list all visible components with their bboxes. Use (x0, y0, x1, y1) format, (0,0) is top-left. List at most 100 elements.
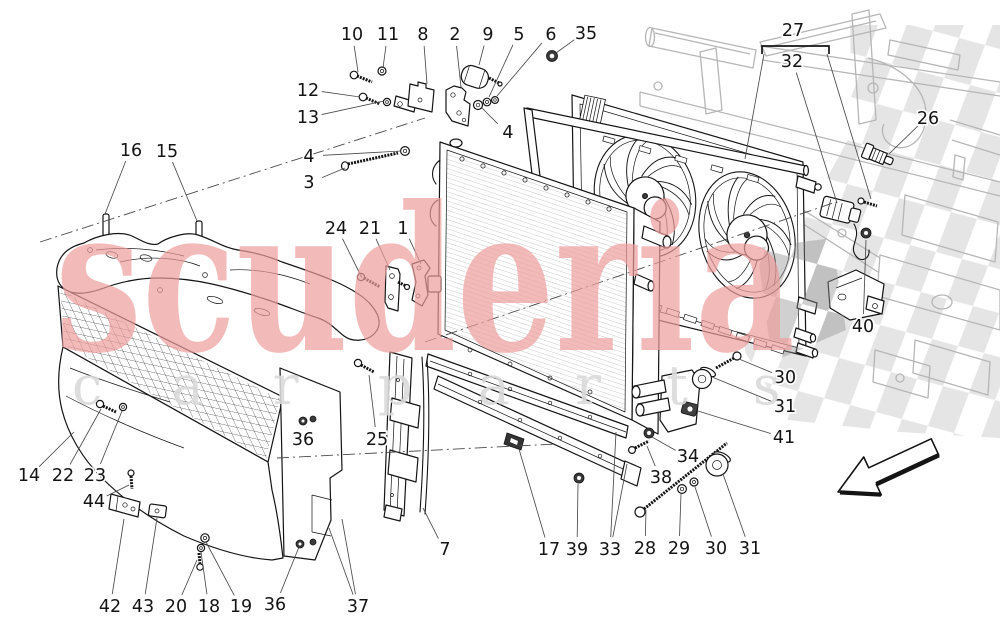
callout-8[interactable]: 8 (416, 23, 431, 46)
watermark-sub-right: p a r t s (378, 354, 805, 417)
callout-38[interactable]: 38 (648, 466, 674, 489)
callout-36[interactable]: 36 (290, 428, 316, 451)
callout-19[interactable]: 19 (228, 595, 254, 618)
leader-line-30 (738, 358, 773, 374)
callout-35[interactable]: 35 (573, 22, 599, 45)
leader-line-17 (518, 448, 546, 538)
callout-14[interactable]: 14 (16, 464, 42, 487)
callout-34[interactable]: 34 (675, 445, 701, 468)
callout-32[interactable]: 32 (779, 50, 805, 73)
callout-37[interactable]: 37 (345, 595, 371, 618)
bolt-12 (358, 92, 368, 102)
fasteners (95, 50, 894, 571)
side-channel (383, 351, 430, 522)
bushing-31-lower (705, 451, 731, 477)
washer-5 (482, 97, 492, 107)
callout-20[interactable]: 20 (163, 595, 189, 618)
leader-line-2 (456, 45, 462, 88)
callout-25[interactable]: 25 (364, 428, 390, 451)
leader-line-22 (69, 408, 102, 465)
washer-4b (400, 146, 411, 157)
callout-21[interactable]: 21 (357, 217, 383, 240)
callout-43[interactable]: 43 (130, 595, 156, 618)
callout-16[interactable]: 16 (118, 139, 144, 162)
callout-27[interactable]: 27 (780, 19, 806, 42)
callout-4[interactable]: 4 (501, 121, 516, 144)
callout-26[interactable]: 26 (915, 107, 941, 130)
leader-line-32 (795, 72, 838, 204)
filler-cap (449, 138, 463, 148)
leader-line-42 (111, 518, 125, 595)
callout-33[interactable]: 33 (597, 538, 623, 561)
callout-9[interactable]: 9 (481, 23, 496, 46)
leader-line-14 (38, 431, 75, 468)
leader-line-36 (280, 546, 300, 594)
conveyor-tube-frame (523, 107, 809, 177)
callout-7[interactable]: 7 (438, 538, 453, 561)
duct-mesh-grille (60, 290, 280, 459)
callout-24[interactable]: 24 (323, 217, 349, 240)
callout-44[interactable]: 44 (81, 490, 107, 513)
callout-18[interactable]: 18 (196, 595, 222, 618)
leader-line-33 (612, 463, 628, 538)
leader-line-27 (826, 53, 872, 200)
callout-22[interactable]: 22 (50, 464, 76, 487)
leader-line-35 (555, 39, 575, 54)
callout-6[interactable]: 6 (544, 23, 559, 46)
screw-38 (627, 446, 636, 455)
leader-line-6 (496, 42, 543, 97)
callout-17[interactable]: 17 (536, 538, 562, 561)
plate-21 (384, 265, 411, 312)
callout-41[interactable]: 41 (771, 426, 797, 449)
leader-line-30 (694, 486, 712, 537)
leader-line-33 (610, 431, 617, 538)
callout-10[interactable]: 10 (339, 23, 365, 46)
watermark: scuderia c a r p a r t s (55, 163, 805, 417)
bolt-28 (634, 506, 646, 518)
washer-4 (472, 99, 484, 111)
callout-30[interactable]: 30 (772, 366, 798, 389)
seal-strip (419, 356, 430, 515)
callout-31[interactable]: 31 (737, 537, 763, 560)
callout-39[interactable]: 39 (564, 538, 590, 561)
callout-28[interactable]: 28 (632, 537, 658, 560)
screw-20 (196, 563, 204, 571)
callout-1[interactable]: 1 (396, 217, 411, 240)
bracket-42 (108, 493, 141, 518)
callout-15[interactable]: 15 (154, 140, 180, 163)
callout-30[interactable]: 30 (703, 537, 729, 560)
leader-line-7 (422, 507, 439, 539)
callout-12[interactable]: 12 (295, 79, 321, 102)
washer-13 (382, 97, 392, 107)
callout-2[interactable]: 2 (448, 23, 463, 46)
washer-11 (377, 66, 387, 76)
screw-44 (127, 469, 135, 477)
callout-31[interactable]: 31 (772, 395, 798, 418)
duct-lower-skirt (58, 346, 284, 561)
callout-40[interactable]: 40 (850, 315, 876, 338)
callout-5[interactable]: 5 (512, 23, 527, 46)
callout-11[interactable]: 11 (375, 23, 401, 46)
leader-line-10 (353, 45, 359, 73)
radiator-lower-bracket (631, 369, 701, 433)
air-duct (56, 213, 380, 561)
leader-line-19 (205, 541, 235, 596)
leader-line-44 (106, 484, 130, 497)
leader-line-39 (576, 483, 579, 538)
leader-line-25 (368, 374, 376, 428)
callout-23[interactable]: 23 (82, 464, 108, 487)
leader-line-31 (711, 376, 773, 402)
callout-3[interactable]: 3 (302, 171, 317, 194)
callout-13[interactable]: 13 (295, 106, 321, 129)
leader-line-13 (321, 100, 385, 115)
callout-36[interactable]: 36 (262, 593, 288, 616)
callout-4[interactable]: 4 (302, 145, 317, 168)
leader-line-20 (181, 559, 198, 596)
callout-29[interactable]: 29 (666, 537, 692, 560)
callout-42[interactable]: 42 (97, 595, 123, 618)
watermark-sub-left: c a r (72, 354, 325, 417)
leader-line-38 (646, 445, 656, 467)
bolt-3 (340, 161, 350, 171)
